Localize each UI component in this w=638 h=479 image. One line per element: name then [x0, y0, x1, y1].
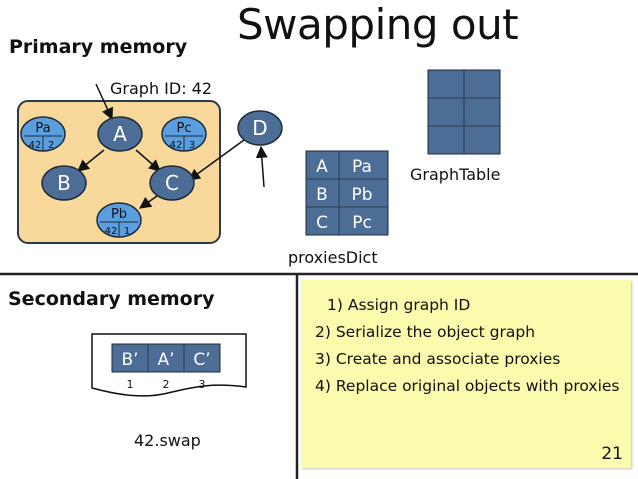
step-item: 4) Replace original objects with proxies	[315, 377, 620, 395]
primary-memory-heading: Primary memory	[9, 36, 188, 58]
node-b: B	[41, 165, 87, 201]
swap-index-1: 1	[127, 378, 134, 391]
swap-file-label: 42.swap	[134, 431, 201, 450]
proxy-pc-label: Pc	[177, 121, 192, 136]
swap-cell-1: B’	[121, 350, 138, 370]
step-item: 1) Assign graph ID	[327, 296, 471, 314]
proxy-pc-index: 3	[189, 140, 195, 151]
proxies-dict-value-2: Pb	[351, 185, 372, 205]
edge-a-to-c	[135, 149, 161, 172]
swap-cell-3: C’	[193, 350, 210, 370]
graph-table-grid	[427, 69, 501, 155]
proxy-pc: Pc 42 3	[161, 116, 207, 152]
proxies-dict-key-3: C	[316, 213, 328, 233]
page-number: 21	[601, 444, 623, 464]
step-item: 3) Create and associate proxies	[315, 350, 561, 368]
proxy-pb: Pb 42 1	[96, 202, 142, 238]
edge-c-to-pb	[139, 195, 158, 209]
edge-a-to-b	[77, 149, 105, 172]
steps-list: 1) Assign graph ID 2) Serialize the obje…	[315, 292, 619, 400]
graph-id-label: Graph ID: 42	[110, 79, 212, 98]
proxies-dict-key-2: B	[316, 185, 328, 205]
slide-title: Swapping out	[237, 0, 519, 49]
swap-index-2: 2	[163, 378, 170, 391]
secondary-memory-heading: Secondary memory	[8, 288, 215, 310]
steps-note: 1) Assign graph ID 2) Serialize the obje…	[301, 280, 631, 468]
graph-table-label: GraphTable	[410, 165, 500, 184]
proxy-pa: Pa 42 2	[20, 116, 66, 152]
swap-cell-2: A’	[157, 350, 174, 370]
proxy-pb-label: Pb	[111, 207, 127, 222]
proxy-pa-graph-id: 42	[29, 140, 42, 151]
proxies-dict-value-3: Pc	[352, 213, 372, 233]
edge-d-to-c	[188, 139, 245, 181]
proxy-pb-index: 1	[124, 226, 130, 237]
proxies-dict-table: A Pa B Pb C Pc	[305, 150, 389, 236]
node-d: D	[237, 110, 283, 146]
proxies-dict-label: proxiesDict	[288, 248, 378, 267]
swap-index-3: 3	[199, 378, 206, 391]
proxy-pa-index: 2	[48, 140, 54, 151]
proxy-pc-graph-id: 42	[170, 140, 183, 151]
node-c-label: C	[165, 171, 179, 195]
node-a-label: A	[113, 122, 127, 146]
graph-id-pointer-arrow	[95, 83, 113, 121]
node-b-label: B	[57, 171, 71, 195]
node-d-label: D	[252, 116, 267, 140]
step-item: 2) Serialize the object graph	[315, 323, 536, 341]
node-c: C	[149, 165, 195, 201]
external-reference-arrow	[255, 145, 268, 188]
proxies-dict-value-1: Pa	[352, 157, 372, 177]
proxy-pa-label: Pa	[35, 121, 50, 136]
proxies-dict-key-1: A	[316, 157, 328, 177]
node-a: A	[97, 116, 143, 152]
proxy-pb-graph-id: 42	[105, 226, 118, 237]
swap-file-document: B’ A’ C’ 1 2 3	[91, 333, 247, 397]
